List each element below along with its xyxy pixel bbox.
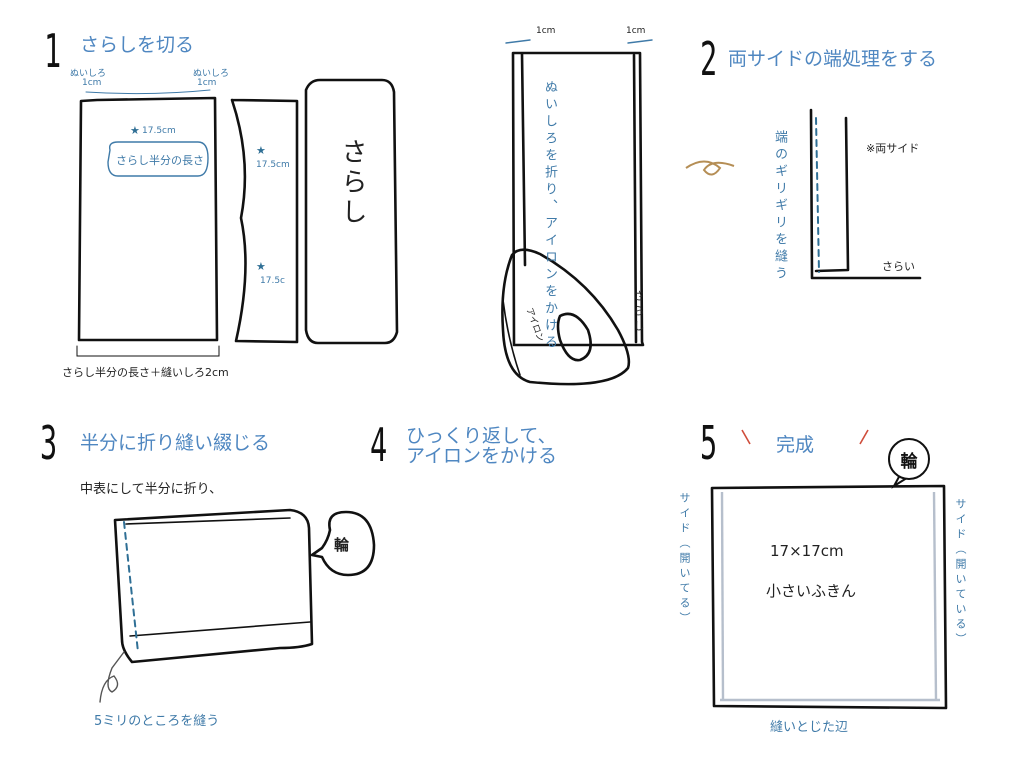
step1-bottom-bracket: [76, 345, 220, 357]
step2-detail-edge: [814, 116, 850, 273]
step4-title-line: ひっくり返して、: [406, 425, 557, 447]
step2-fold-right: [632, 53, 638, 344]
step2-right-arrow: [627, 39, 653, 44]
step3-instruction: 中表にして半分に折り、: [80, 482, 223, 497]
step1-title: さらしを切る: [80, 34, 195, 56]
step2-title: 両サイドの端処理をする: [728, 48, 938, 70]
next-arrow: [685, 160, 735, 176]
sparkle-left: [741, 429, 751, 445]
step1-cloth-rect: [77, 96, 219, 342]
step4-title: ひっくり返して、アイロンをかける: [406, 426, 606, 466]
step5-title: 完成: [776, 434, 815, 456]
step5-name: 小さいふきん: [766, 582, 857, 600]
step5-right-side-note: サイド（開いている）: [954, 498, 967, 648]
step2-both-sides-note: ※両サイド: [866, 142, 920, 155]
step5-size: 17×17cm: [770, 542, 844, 560]
step1-star-icon: ★: [130, 124, 140, 137]
step2-stitch-note: 端のギリギリを縫う: [772, 130, 787, 283]
iron-handle: [556, 312, 592, 362]
step3-wa-label: 輪: [334, 536, 350, 554]
step5-right-edge: [932, 491, 938, 701]
step4-number: 4: [370, 418, 388, 472]
step2-strip: [511, 51, 645, 347]
step2-number: 2: [700, 32, 718, 86]
step1-bubble: [107, 141, 209, 177]
step5-left-edge: [720, 491, 725, 701]
sparkle-right: [859, 429, 869, 445]
step1-width-label: 17.5cm: [142, 126, 176, 136]
step1-bottom-caption: さらし半分の長さ＋縫いしろ2cm: [62, 366, 229, 379]
step5-number: 5: [700, 416, 718, 470]
step2-stitch-line: [815, 117, 820, 273]
step2-detail-corner: [809, 108, 922, 280]
step1-folded-strip: [230, 98, 299, 344]
step2-left-size: 1cm: [536, 26, 556, 36]
iron-base: [502, 299, 521, 376]
step3-bubble: [310, 510, 376, 577]
step2-fold-left: [520, 52, 527, 267]
step1-seam-right-size: 1cm: [197, 78, 217, 88]
step1-number: 1: [44, 24, 62, 78]
step1-seam-left-size: 1cm: [82, 78, 102, 88]
step3-folded-piece: [113, 508, 314, 664]
step2-fabric-label: さらい: [882, 260, 915, 273]
step4-title-line: アイロンをかける: [406, 445, 558, 467]
step3-pointer: [99, 651, 125, 703]
step2-left-arrow: [505, 39, 531, 44]
step1-fold-bottom-size: 17.5c: [260, 276, 285, 286]
step1-star-bottom-icon: ★: [256, 260, 266, 273]
step1-seam-left-label: ぬいしろ: [70, 69, 107, 79]
step2-fold-note: ぬいしろを折り、アイロンをかける: [542, 80, 557, 352]
step1-roll: [304, 78, 399, 345]
step3-seam-top: [125, 517, 291, 525]
step3-number: 3: [40, 416, 58, 470]
step5-finished-cloth: [710, 484, 948, 710]
step5-bottom-note: 縫いとじた辺: [770, 720, 849, 735]
step3-seam-bottom: [129, 621, 311, 637]
step1-seam-right-label: ぬいしろ: [193, 69, 230, 79]
step5-left-side-note: サイド（開いてる）: [678, 492, 691, 627]
step1-width-bracket: [85, 89, 211, 95]
step2-cloth-label: さらし: [632, 290, 645, 335]
iron-outline: [501, 248, 631, 386]
step1-fold-top-size: 17.5cm: [256, 160, 290, 170]
step1-roll-label: さらし: [337, 138, 367, 228]
step1-bubble-text: さらし半分の長さ: [116, 154, 204, 167]
step3-title: 半分に折り縫い綴じる: [80, 432, 271, 454]
step3-stitch-line: [123, 521, 139, 653]
step2-right-size: 1cm: [626, 26, 646, 36]
step5-wa-badge: 輪: [888, 438, 930, 480]
step3-sew-note: 5ミリのところを縫う: [94, 714, 220, 729]
step1-star-top-icon: ★: [256, 144, 266, 157]
